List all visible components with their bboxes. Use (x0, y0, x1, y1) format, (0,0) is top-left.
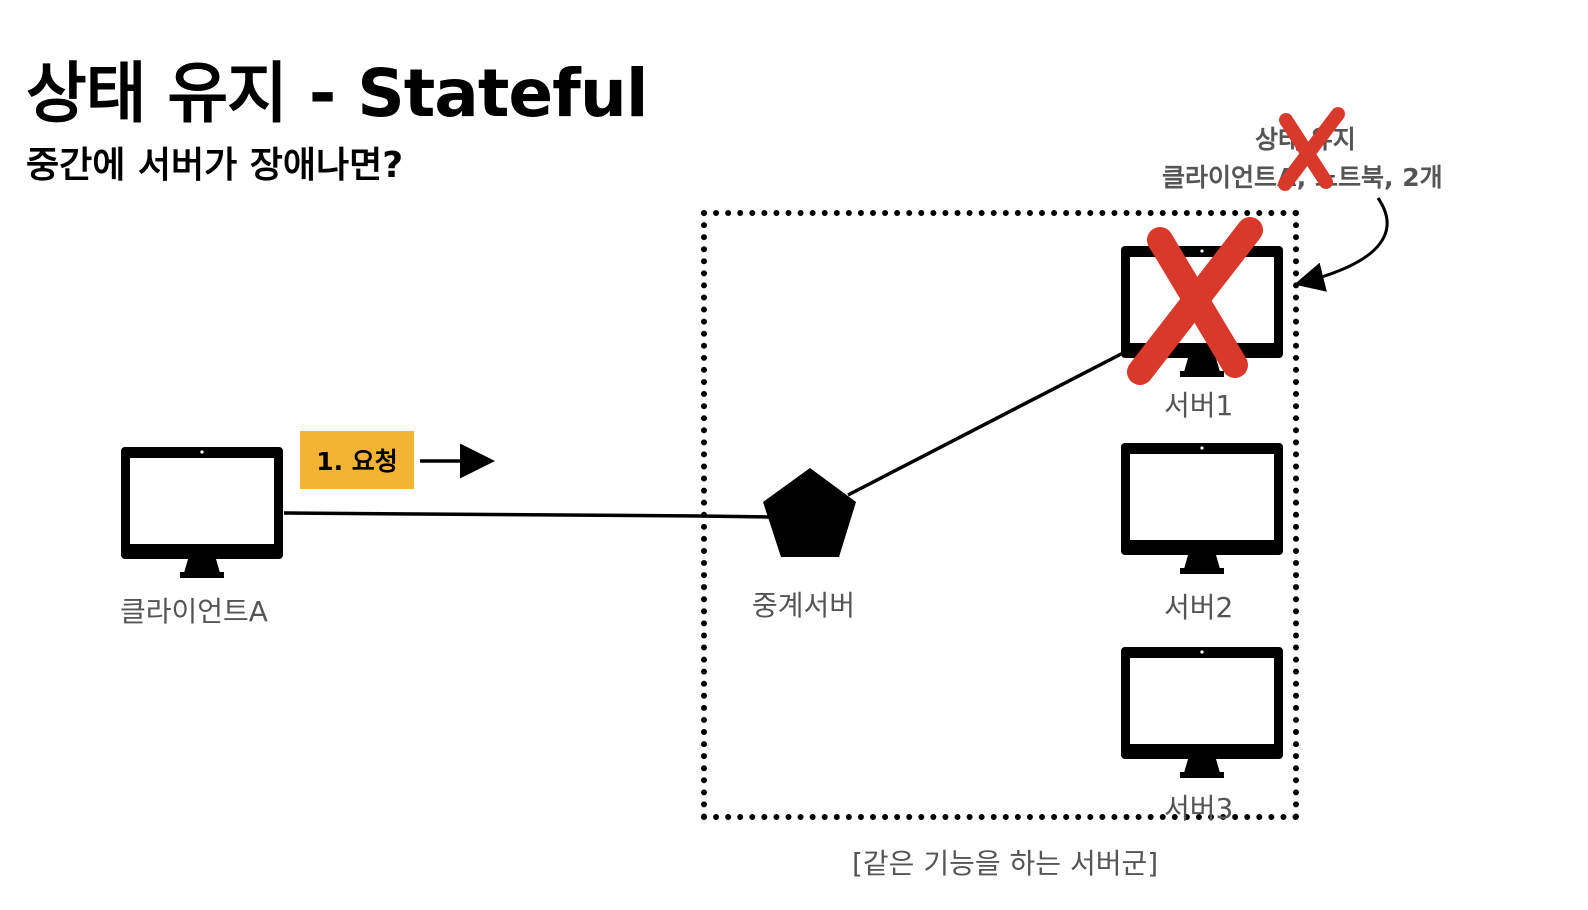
server2-monitor-icon (1121, 443, 1283, 574)
note-cross-x-icon (1278, 107, 1345, 191)
server3-monitor-icon (1121, 647, 1283, 778)
relay-server-icon (763, 468, 856, 557)
page-subtitle: 중간에 서버가 장애나면? (26, 145, 404, 186)
server3-label: 서버3 (1164, 792, 1234, 825)
relay-server1-connection (847, 350, 1126, 497)
server1-failure-x-icon (1127, 217, 1263, 385)
relay-label: 중계서버 (752, 589, 856, 622)
server2-label: 서버2 (1164, 591, 1234, 624)
note-pointer-arrow (1294, 197, 1389, 292)
page-title: 상태 유지 - Stateful (26, 55, 648, 132)
server1-label: 서버1 (1164, 389, 1234, 422)
server-group-label: [같은 기능을 하는 서버군] (852, 847, 1159, 880)
request-badge: 1. 요청 (300, 431, 414, 489)
client-relay-connection (283, 511, 771, 519)
client-monitor-icon (121, 447, 283, 578)
client-label: 클라이언트A (120, 595, 268, 628)
